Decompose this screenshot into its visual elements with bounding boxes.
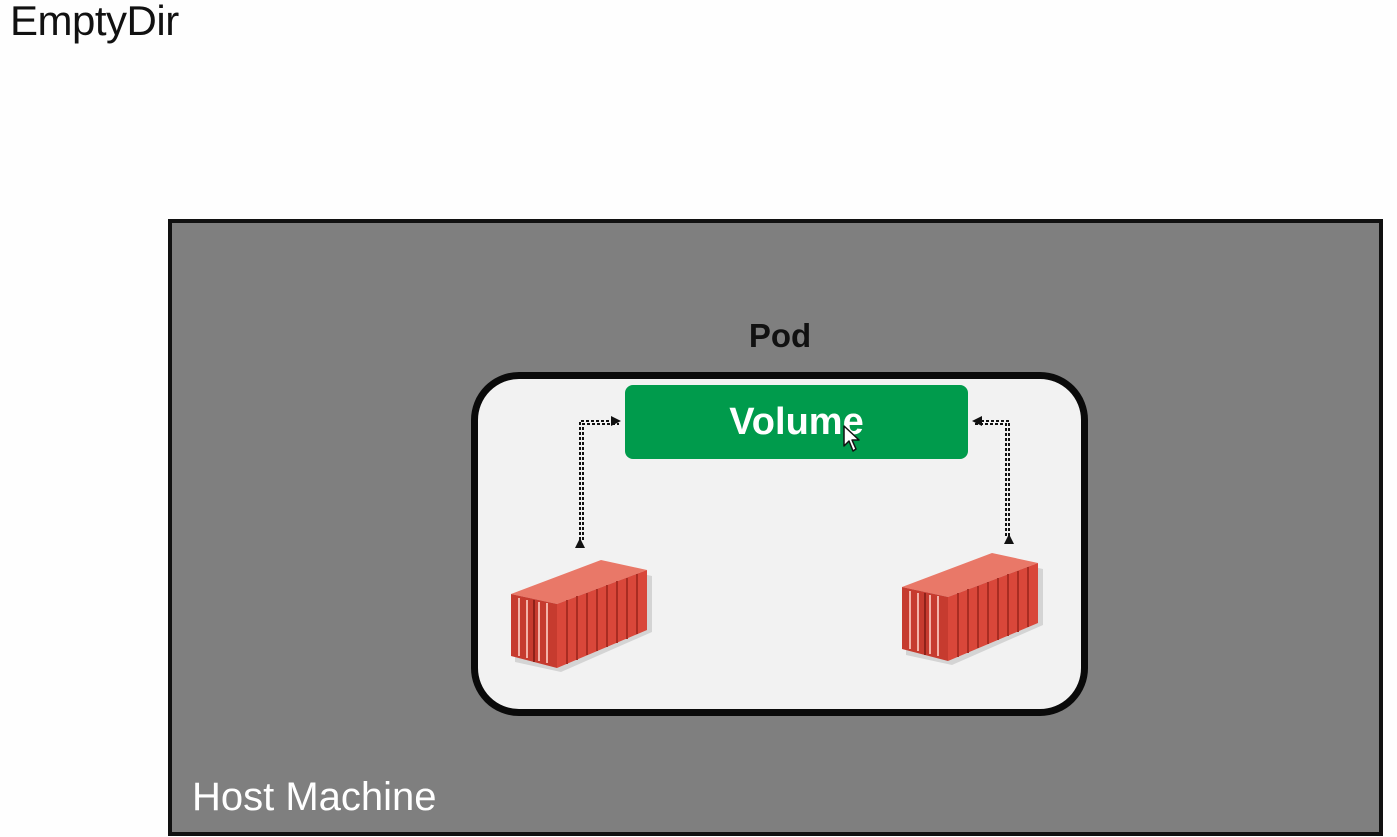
mouse-cursor-icon [843, 425, 860, 452]
pod-label: Pod [748, 317, 812, 354]
volume-box: Volume [625, 385, 968, 459]
slide-title: EmptyDir [10, 0, 179, 44]
host-machine-label: Host Machine [192, 775, 437, 819]
volume-label: Volume [729, 401, 864, 443]
